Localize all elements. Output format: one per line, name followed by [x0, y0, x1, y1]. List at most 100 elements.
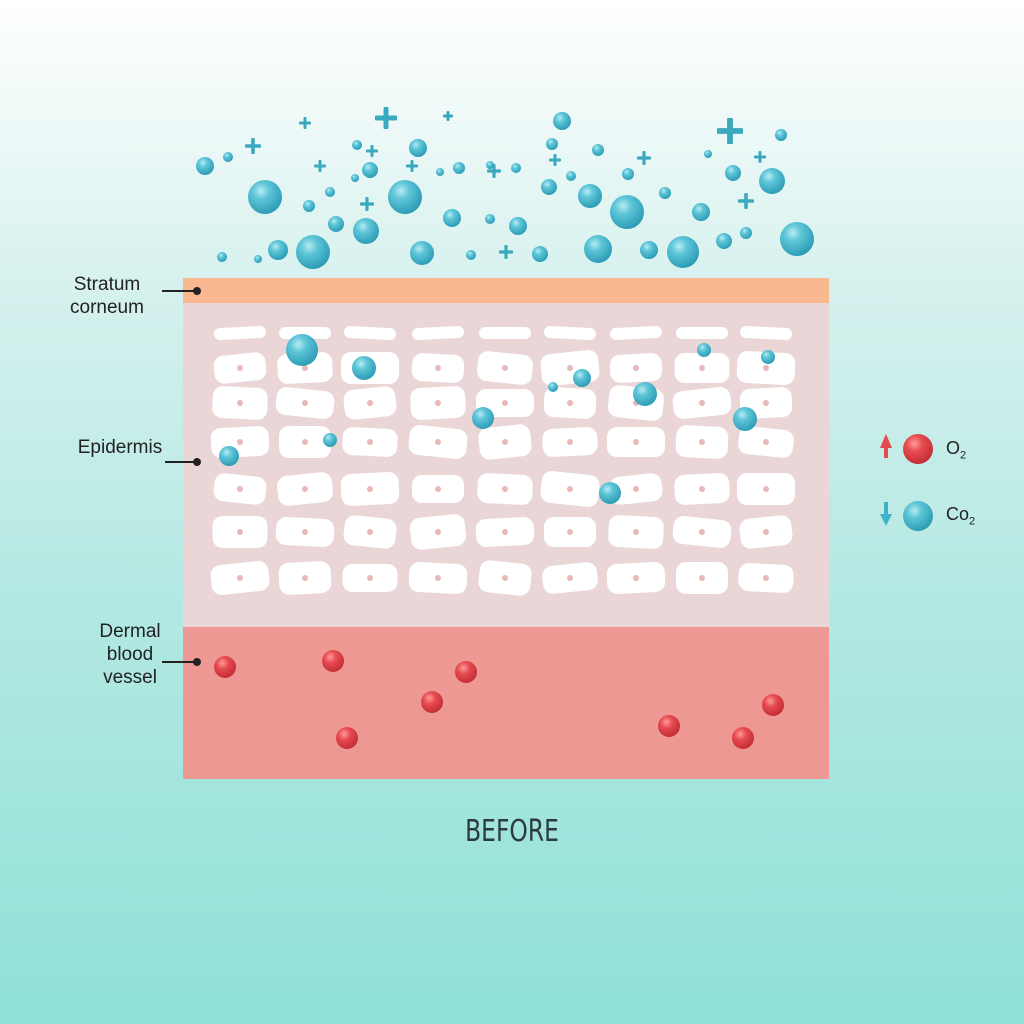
- skin-cell: [739, 515, 793, 549]
- co2-bubble: [353, 218, 379, 244]
- flat-skin-cell: [344, 325, 396, 341]
- legend-co2-marker: [880, 501, 933, 531]
- legend-oxygen-sub: 2: [960, 449, 967, 462]
- co2-bubble: [716, 233, 732, 249]
- flat-skin-cell: [214, 325, 266, 341]
- skin-cell: [608, 515, 664, 549]
- co2-bubble: [733, 407, 757, 431]
- co2-bubble: [780, 222, 814, 256]
- co2-bubble: [566, 171, 576, 181]
- skin-cell: [675, 425, 729, 459]
- plus-icon: [754, 151, 766, 163]
- plus-icon: [366, 145, 378, 157]
- legend-co2-sub: 2: [969, 515, 976, 528]
- skin-cell: [410, 386, 466, 420]
- skin-cell: [542, 427, 598, 457]
- flat-skin-cell: [740, 325, 792, 341]
- co2-bubble: [485, 214, 495, 224]
- skin-cell: [672, 387, 732, 419]
- co2-bubble: [472, 407, 494, 429]
- plus-icon: [314, 160, 326, 172]
- co2-bubble: [362, 162, 378, 178]
- co2-bubble: [740, 227, 752, 239]
- skin-cell: [672, 516, 732, 548]
- skin-cell: [609, 353, 663, 383]
- skin-cell: [278, 561, 332, 595]
- co2-bubble: [592, 144, 604, 156]
- skin-cell: [607, 427, 665, 457]
- co2-bubble: [599, 482, 621, 504]
- skin-cell: [738, 426, 794, 458]
- plus-icon: [299, 117, 311, 129]
- leader-dot-stratum: [193, 287, 201, 295]
- skin-cell: [408, 425, 468, 459]
- skin-cell: [609, 473, 663, 505]
- skin-cell: [275, 517, 335, 547]
- legend-co2-main: Co: [946, 504, 970, 524]
- plus-icon: [406, 160, 418, 172]
- flat-skin-cell: [544, 325, 596, 341]
- oxygen-molecule: [214, 656, 236, 678]
- skin-cell: [542, 562, 598, 594]
- oxygen-molecule: [732, 727, 754, 749]
- legend-oxygen-marker: [880, 434, 933, 464]
- oxygen-molecule: [455, 661, 477, 683]
- skin-cell: [210, 426, 270, 458]
- co2-bubble: [323, 433, 337, 447]
- co2-bubble: [352, 356, 376, 380]
- co2-bubble: [633, 382, 657, 406]
- co2-bubble: [388, 180, 422, 214]
- skin-cell: [736, 351, 796, 385]
- co2-bubble: [443, 209, 461, 227]
- co2-bubble: [775, 129, 787, 141]
- co2-bubble: [610, 195, 644, 229]
- skin-cell: [540, 350, 600, 386]
- co2-bubble: [296, 235, 330, 269]
- legend-oxygen-main: O: [946, 438, 961, 458]
- skin-cell: [212, 516, 268, 548]
- co2-bubble: [532, 246, 548, 262]
- co2-bubble: [303, 200, 315, 212]
- skin-cell: [408, 562, 468, 594]
- plus-icon: [717, 118, 743, 144]
- dermal-blood-vessel-layer: [183, 627, 829, 779]
- legend-co2-label: Co2: [946, 504, 975, 528]
- skin-cell: [477, 351, 533, 385]
- co2-bubble: [409, 139, 427, 157]
- stratum-corneum-layer: [183, 278, 829, 303]
- skin-cell: [738, 563, 794, 593]
- co2-bubble: [725, 165, 741, 181]
- plus-icon: [637, 151, 651, 165]
- skin-cell: [411, 353, 465, 383]
- skin-cell: [543, 387, 597, 419]
- co2-bubble: [704, 150, 712, 158]
- skin-cell: [340, 472, 400, 506]
- skin-cell: [477, 473, 533, 505]
- arrow-down-icon: [880, 502, 892, 526]
- co2-bubble: [352, 140, 362, 150]
- plus-icon: [360, 197, 374, 211]
- leader-line-dermal: [162, 661, 196, 663]
- co2-bubble: [546, 138, 558, 150]
- skin-cell: [277, 472, 333, 506]
- co2-bubble: [511, 163, 521, 173]
- skin-cell: [210, 561, 270, 595]
- leader-dot-dermal: [193, 658, 201, 666]
- co2-bubble: [453, 162, 465, 174]
- skin-cell: [342, 564, 398, 592]
- co2-bubble: [325, 187, 335, 197]
- co2-molecule-icon: [903, 501, 933, 531]
- plus-icon: [487, 164, 501, 178]
- skin-cell: [674, 473, 730, 505]
- label-dermal-line1: Dermal: [99, 621, 161, 642]
- co2-bubble: [248, 180, 282, 214]
- co2-bubble: [692, 203, 710, 221]
- co2-bubble: [286, 334, 318, 366]
- label-stratum-line1: Stratum: [73, 274, 141, 295]
- skin-cell: [412, 475, 464, 503]
- skin-cell: [544, 517, 596, 547]
- co2-bubble: [328, 216, 344, 232]
- co2-bubble: [466, 250, 476, 260]
- skin-cell: [478, 560, 532, 596]
